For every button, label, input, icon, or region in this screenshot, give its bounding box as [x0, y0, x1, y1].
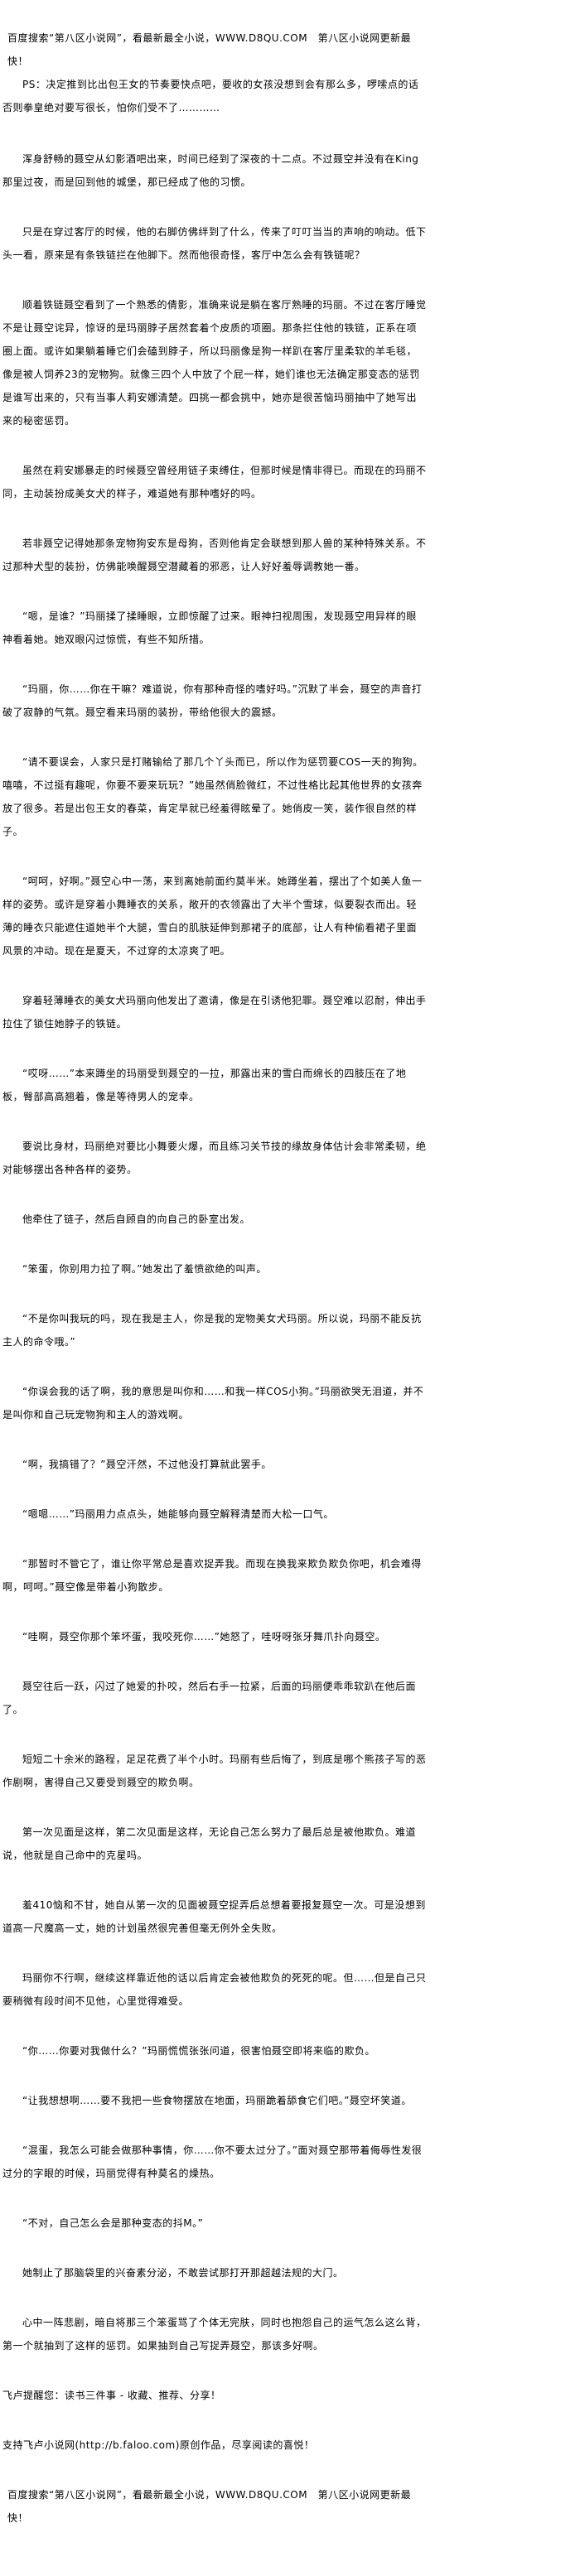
paragraph: “嗯嗯……”玛丽用力点点头，她能够向聂空解释清楚而大松一口气。 — [22, 1508, 334, 1520]
paragraph: “哎呀……”本来蹲坐的玛丽受到聂空的一拉，那露出来的雪白而绵长的四肢压在了地板，… — [2, 1068, 407, 1102]
reminder-text: 飞卢提醒您：读书三件事 - 收藏、推荐、分享！ — [2, 2390, 221, 2401]
paragraph: “不是你叫我玩的吗，现在我是主人，你是我的宠物美女犬玛丽。所以说，玛丽不能反抗主… — [2, 1313, 422, 1348]
paragraph: 浑身舒畅的聂空从幻影酒吧出来，时间已经到了深夜的十二点。不过聂空并没有在King… — [2, 153, 419, 188]
paragraph: “让我想想啊……要不我把一些食物摆放在地面，玛丽跪着舔食它们吧。”聂空坏笑道。 — [22, 2095, 412, 2106]
paragraph: “你……你要对我做什么？”玛丽慌慌张张问道，很害怕聂空即将来临的欺负。 — [22, 2045, 375, 2057]
paragraph: 顺着铁链聂空看到了一个熟悉的倩影，准确来说是躺在客厅熟睡的玛丽。不过在客厅睡觉不… — [2, 299, 427, 427]
paragraph: 羞410恼和不甘，她自从第一次的见面被聂空捉弄后总想着要报复聂空一次。可是没想到… — [2, 1899, 426, 1934]
paragraph: 心中一阵悲剧，暗自将那三个笨蛋骂了个体无完肤，同时也抱怨自己的运气怎么这么背，第… — [2, 2317, 427, 2352]
header-banner: 百度搜索“第八区小说网”，看最新最全小说，WWW.D8QU.COM 第八区小说网… — [7, 32, 412, 67]
chapter-document: 百度搜索“第八区小说网”，看最新最全小说，WWW.D8QU.COM 第八区小说网… — [2, 32, 427, 2524]
paragraph: 他牵住了链子，然后自顾自的向自己的卧室出发。 — [22, 1213, 251, 1225]
paragraph: “那暂时不管它了，谁让你平常总是喜欢捉弄我。而现在换我来欺负欺负你吧，机会难得啊… — [2, 1558, 422, 1593]
paragraph: “你误会我的话了啊，我的意思是叫你和……和我一样COS小狗。”玛丽欲哭无泪道，并… — [2, 1386, 424, 1421]
paragraph: 短短二十余米的路程，足足花费了半个小时。玛丽有些后悔了，到底是哪个熊孩子写的恶作… — [2, 1754, 427, 1788]
paragraph: 虽然在莉安娜暴走的时候聂空曾经用链子束缚住，但那时候是情非得已。而现在的玛丽不同… — [2, 465, 427, 499]
paragraph: “嗯，是谁？”玛丽揉了揉睡眼，立即惊醒了过来。眼神扫视周围，发现聂空用异样的眼神… — [2, 610, 417, 645]
paragraph: “不对，自己怎么会是那种变态的抖M。” — [22, 2217, 204, 2229]
paragraph: “混蛋，我怎么可能会做那种事情，你……你不要太过分了。”面对聂空那带着侮辱性发很… — [2, 2144, 423, 2179]
paragraph: 她制止了那脑袋里的兴奋素分泌，不敢尝试那打开那超越法规的大门。 — [22, 2267, 344, 2279]
paragraph: 要说比身材，玛丽绝对要比小舞要火爆，而且练习关节技的缘故身体估计会非常柔韧，绝对… — [2, 1141, 427, 1175]
chapter-body: 浑身舒畅的聂空从幻影酒吧出来，时间已经到了深夜的十二点。不过聂空并没有在King… — [2, 147, 427, 2357]
paragraph: “哇啊，聂空你那个笨坏蛋，我咬死你……”她怒了，哇呀呀张牙舞爪扑向聂空。 — [22, 1631, 386, 1643]
footer-banner: 百度搜索“第八区小说网”，看最新最全小说，WWW.D8QU.COM 第八区小说网… — [7, 2489, 412, 2524]
paragraph: 玛丽你不行啊，继续这样靠近他的话以后肯定会被他欺负的死死的呢。但……但是自己只要… — [2, 1972, 427, 2007]
paragraph: 第一次见面是这样，第二次见面是这样，无论自己怎么努力了最后总是被他欺负。难道说，… — [2, 1826, 417, 1861]
paragraph: 只是在穿过客厅的时候，他的右脚仿佛绊到了什么，传来了叮叮当当的声响的响动。低下头… — [2, 226, 427, 261]
paragraph: “请不要误会，人家只是打赌输给了那几个丫头而已，所以作为惩罚要COS一天的狗狗。… — [2, 756, 423, 837]
author-ps-note: PS：决定推到比出包王女的节奏要快点吧，要收的女孩没想到会有那么多，啰嗦点的话否… — [2, 79, 419, 113]
paragraph: 穿着轻薄睡衣的美女犬玛丽向他发出了邀请，像是在引诱他犯罪。聂空难以忍耐，伸出手拉… — [2, 995, 427, 1030]
support-note: 支持飞卢小说网(http://b.faloo.com)原创作品，尽享阅读的喜悦！ — [2, 2439, 315, 2451]
paragraph: “玛丽，你……你在干嘛？难道说，你有那种奇怪的嗜好吗。”沉默了半会，聂空的声音打… — [2, 683, 423, 718]
paragraph: “呵呵，好啊。”聂空心中一荡，来到离她前面约莫半米。她蹲坐着，摆出了个如美人鱼一… — [2, 876, 423, 957]
paragraph: “笨蛋，你别用力拉了啊。”她发出了羞愤欲绝的叫声。 — [22, 1263, 267, 1275]
paragraph: “啊，我搞错了？”聂空汗然，不过他没打算就此罢手。 — [22, 1459, 272, 1470]
paragraph: 若非聂空记得她那条宠物狗安东是母狗，否则他肯定会联想到那人兽的某种特殊关系。不过… — [2, 538, 427, 572]
paragraph: 聂空往后一跃，闪过了她爱的扑咬，然后右手一拉紧，后面的玛丽便乖乖软趴在他后面了。 — [2, 1681, 417, 1715]
